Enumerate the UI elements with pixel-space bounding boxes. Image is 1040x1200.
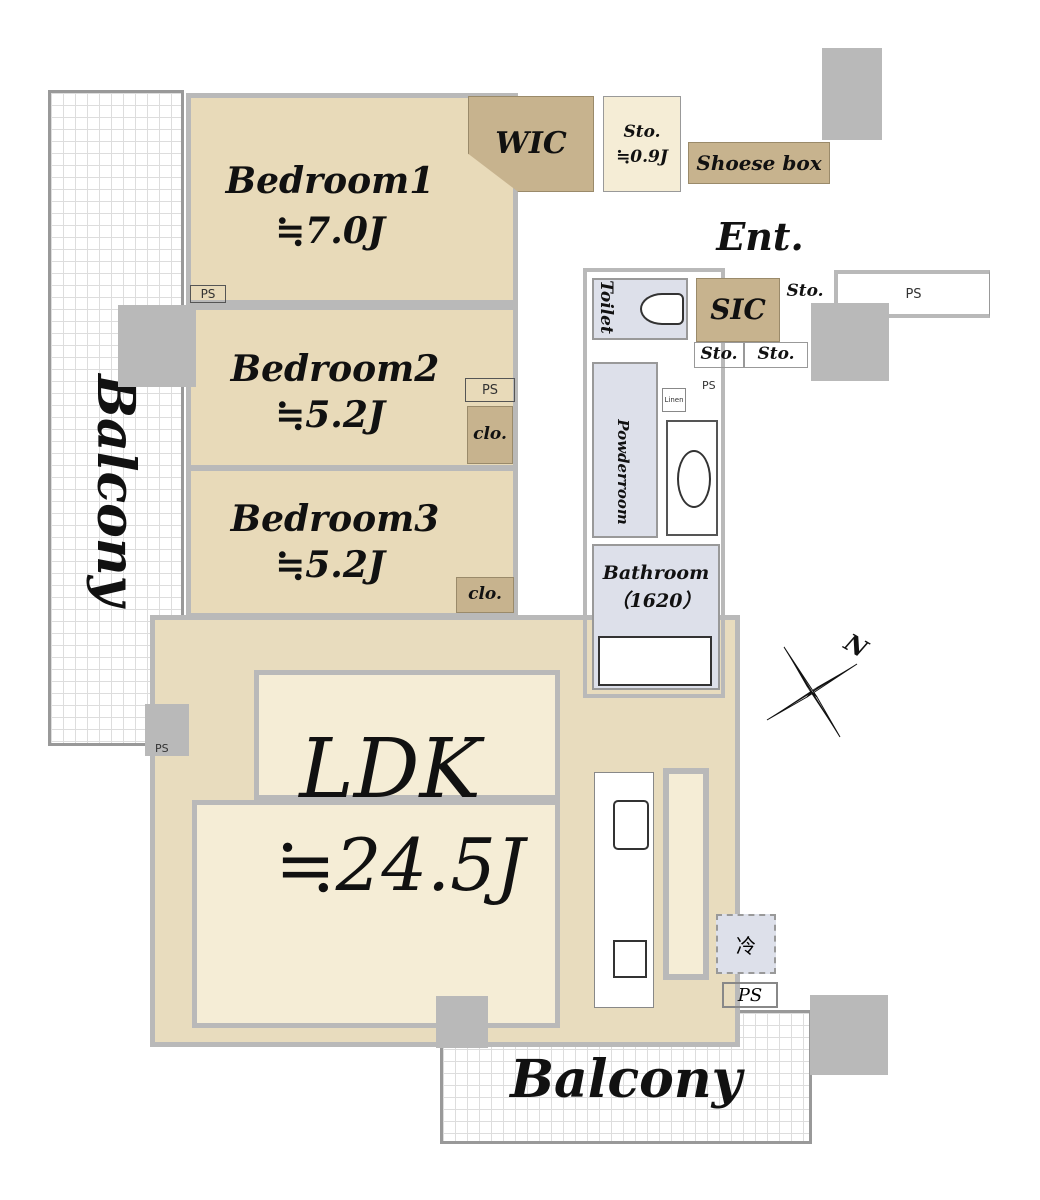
ldk-label: LDK: [299, 721, 481, 817]
fridge-space: 冷: [716, 914, 776, 974]
storage-size: ≒0.9J: [616, 147, 668, 168]
ps-bedroom1: PS: [190, 285, 226, 303]
bedroom1: [186, 93, 518, 305]
storage-room: [603, 96, 681, 192]
sic: SIC: [696, 278, 780, 342]
west-balcony: [48, 90, 184, 746]
bathroom-size: （1620）: [610, 590, 702, 613]
ps-balcony: PS: [155, 742, 169, 755]
ps-entrance: PS: [834, 270, 990, 318]
ldk-rug-upper: [254, 670, 560, 800]
entrance-label: Ent.: [716, 214, 804, 260]
bedroom1-label: Bedroom1: [225, 160, 435, 203]
ldk-size: ≒24.5J: [275, 822, 525, 907]
basin-icon: [677, 450, 711, 508]
sink-icon: [613, 800, 649, 850]
west-balcony-label: Balcony: [84, 374, 146, 606]
vanity: [666, 420, 718, 536]
closet-bedroom2: clo.: [467, 406, 513, 464]
south-balcony-label: Balcony: [510, 1049, 742, 1111]
powderroom-label: Powderroom: [613, 419, 632, 525]
kitchen-counter: [594, 772, 654, 1008]
ldk-rug-lower: [192, 800, 560, 1028]
pillar: [811, 303, 889, 381]
shoe-box: Shoese box: [688, 142, 830, 184]
ps-bedroom2: PS: [465, 378, 515, 402]
bathroom-label: Bathroom: [602, 562, 710, 585]
powderroom: [592, 362, 658, 538]
toilet-label: Toilet: [595, 280, 616, 334]
pillar: [436, 996, 488, 1048]
closet-bedroom3: clo.: [456, 577, 514, 613]
ps-kitchen: PS: [722, 982, 778, 1008]
pillar: [145, 704, 189, 756]
bedroom3-label: Bedroom3: [230, 498, 440, 541]
kitchen-island: [663, 768, 709, 980]
toilet-icon: [640, 293, 684, 325]
sic-storage-1: Sto.: [786, 281, 824, 302]
bedroom3-size: ≒5.2J: [275, 544, 385, 587]
ps-wet: PS: [702, 379, 716, 392]
stove-icon: [613, 940, 647, 978]
pillar: [810, 995, 888, 1075]
pillar: [822, 48, 882, 140]
storage-label: Sto.: [623, 122, 661, 143]
bedroom2-size: ≒5.2J: [275, 394, 385, 437]
bedroom1-size: ≒7.0J: [275, 210, 385, 253]
sic-storage-3: Sto.: [744, 342, 808, 368]
bathtub-icon: [598, 636, 712, 686]
bedroom2-label: Bedroom2: [230, 348, 440, 391]
pillar: [118, 305, 196, 387]
sic-storage-2: Sto.: [694, 342, 744, 368]
wet-area: [583, 268, 725, 698]
compass-rose-icon: [766, 646, 858, 738]
linen: Linen: [662, 388, 686, 412]
